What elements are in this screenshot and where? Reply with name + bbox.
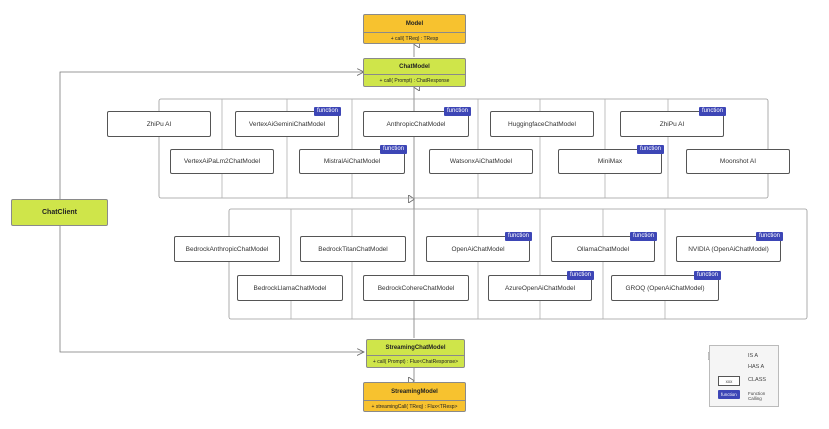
model-box-label: BedrockAnthropicChatModel — [185, 245, 269, 253]
model-box-vertexai-palm2[interactable]: VertexAiPaLm2ChatModel — [170, 149, 274, 174]
model-box-minimax[interactable]: MiniMax function — [558, 145, 664, 174]
model-class-operation: + call( TReq) : TResp — [390, 35, 439, 42]
streaming-chat-model-class-operation: + call( Prompt) : Flux<ChatResponse> — [372, 359, 459, 365]
model-box-bedrock-anthropic[interactable]: BedrockAnthropicChatModel — [174, 236, 280, 262]
model-box-groq[interactable]: GROQ (OpenAiChatModel) function — [611, 271, 721, 301]
model-box-zhipu-ai-function[interactable]: ZhiPu AI function — [620, 107, 726, 137]
model-box-label: MistralAiChatModel — [323, 158, 381, 165]
model-box-label: ZhiPu AI — [146, 120, 172, 128]
function-calling-badge: function — [566, 271, 594, 280]
streaming-model-class-operation: + streamingCall( TReq) : Flux<TResp> — [371, 403, 458, 410]
model-box-label: GROQ (OpenAiChatModel) — [625, 284, 705, 292]
model-box-nvidia[interactable]: NVIDIA (OpenAiChatModel) function — [676, 232, 783, 262]
chat-client-class[interactable]: ChatClient — [11, 199, 108, 226]
function-calling-badge: function — [636, 145, 664, 154]
model-box-label: WatsonxAiChatModel — [449, 158, 513, 165]
function-calling-badge: function — [504, 232, 532, 241]
streaming-model-class-title: StreamingModel — [364, 383, 465, 401]
model-box-zhipu-ai[interactable]: ZhiPu AI — [107, 111, 211, 137]
model-box-label: OllamaChatModel — [576, 245, 630, 253]
legend-function-label: Function Calling — [748, 391, 766, 401]
legend: IS A HAS A xxx CLASS function Function C… — [709, 345, 779, 407]
streaming-chat-model-class[interactable]: StreamingChatModel + call( Prompt) : Flu… — [366, 339, 465, 368]
model-box-bedrock-llama[interactable]: BedrockLlamaChatModel — [237, 275, 343, 301]
model-box-bedrock-titan[interactable]: BedrockTitanChatModel — [300, 236, 406, 262]
legend-function-swatch: function — [718, 390, 740, 399]
legend-class-label: CLASS — [748, 377, 767, 383]
model-box-label: MiniMax — [597, 158, 623, 165]
legend-is-a-label: IS A — [748, 353, 759, 359]
streaming-chat-model-class-title: StreamingChatModel — [367, 340, 464, 356]
chat-model-class-title: ChatModel — [364, 59, 465, 75]
model-box-mistralai[interactable]: MistralAiChatModel function — [299, 145, 407, 174]
model-box-label: BedrockLlamaChatModel — [253, 284, 327, 292]
model-box-label: BedrockCohereChatModel — [377, 284, 455, 292]
model-box-label: AzureOpenAiChatModel — [504, 284, 576, 292]
streaming-model-class[interactable]: StreamingModel + streamingCall( TReq) : … — [363, 382, 466, 412]
model-class-title: Model — [364, 15, 465, 33]
legend-is-a: IS A — [710, 352, 778, 362]
model-box-label: ZhiPu AI — [659, 120, 685, 128]
model-box-label: Moonshot AI — [719, 158, 757, 165]
legend-has-a-label: HAS A — [748, 364, 765, 370]
model-box-label: NVIDIA (OpenAiChatModel) — [688, 245, 769, 253]
model-class[interactable]: Model + call( TReq) : TResp — [363, 14, 466, 44]
model-box-huggingface[interactable]: HuggingfaceChatModel — [490, 111, 594, 137]
chat-model-class[interactable]: ChatModel + call( Prompt) : ChatResponse — [363, 58, 466, 87]
model-box-label: BedrockTitanChatModel — [318, 245, 388, 253]
legend-class-swatch: xxx — [718, 376, 740, 386]
function-calling-badge: function — [313, 107, 341, 116]
function-calling-badge: function — [379, 145, 407, 154]
model-box-openai[interactable]: OpenAiChatModel function — [426, 232, 532, 262]
model-box-ollama[interactable]: OllamaChatModel function — [551, 232, 657, 262]
function-calling-badge: function — [755, 232, 783, 241]
model-box-anthropic[interactable]: AnthropicChatModel function — [363, 107, 471, 137]
model-box-label: VertexAiPaLm2ChatModel — [183, 158, 261, 165]
legend-class: xxx CLASS — [710, 376, 778, 386]
model-box-label: AnthropicChatModel — [386, 120, 446, 128]
model-box-label: HuggingfaceChatModel — [508, 120, 576, 128]
model-box-bedrock-cohere[interactable]: BedrockCohereChatModel — [363, 275, 469, 301]
chat-model-class-operation: + call( Prompt) : ChatResponse — [379, 78, 450, 84]
model-box-vertexai-gemini[interactable]: VertexAiGeminiChatModel function — [235, 107, 341, 137]
function-calling-badge: function — [693, 271, 721, 280]
model-box-moonshot-ai[interactable]: Moonshot AI — [686, 149, 790, 174]
model-box-azure-openai[interactable]: AzureOpenAiChatModel function — [488, 271, 594, 301]
model-box-label: OpenAiChatModel — [451, 245, 505, 253]
function-calling-badge: function — [698, 107, 726, 116]
legend-function: function Function Calling — [710, 390, 778, 401]
function-calling-badge: function — [443, 107, 471, 116]
legend-has-a: HAS A — [710, 363, 778, 373]
model-box-label: VertexAiGeminiChatModel — [248, 120, 326, 128]
model-box-watsonxai[interactable]: WatsonxAiChatModel — [429, 149, 533, 174]
function-calling-badge: function — [629, 232, 657, 241]
